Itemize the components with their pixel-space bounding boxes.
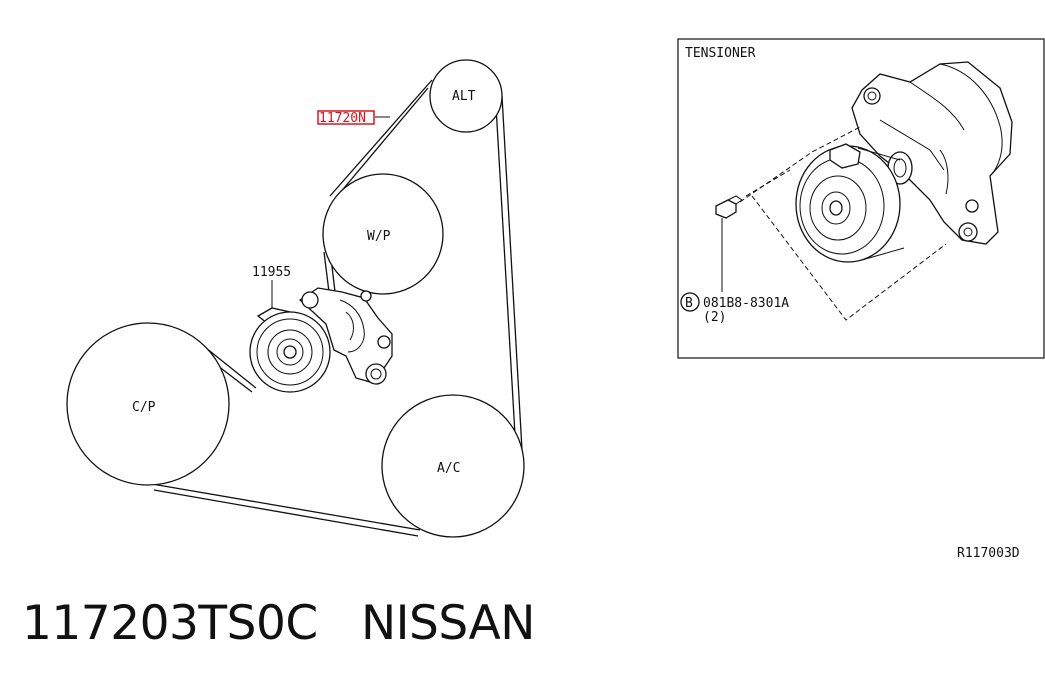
callout-belt: 11720N — [317, 110, 390, 126]
pulley-ac-label: A/C — [437, 461, 460, 476]
tensioner-assembly — [249, 287, 393, 393]
bolt-part-number[interactable]: 081B8-8301A — [703, 296, 789, 311]
pulley-cp-label: C/P — [132, 400, 156, 415]
pulley-ac: A/C — [381, 394, 525, 538]
caption: 117203TS0C NISSAN — [22, 596, 535, 651]
inset-title: TENSIONER — [685, 46, 756, 61]
pulley-cp: C/P — [66, 322, 230, 486]
bolt-quantity: (2) — [703, 310, 726, 325]
tensioner-part-number[interactable]: 11955 — [252, 265, 291, 280]
pulley-alt-label: ALT — [452, 89, 476, 104]
tensioner-inset: TENSIONER B — [677, 38, 1045, 359]
pulley-wp-label: W/P — [367, 229, 391, 244]
pulley-alt: ALT — [429, 59, 503, 133]
bolt-marker: B — [685, 296, 693, 311]
figure-code: R117003D — [957, 546, 1020, 561]
bolt — [715, 195, 743, 292]
caption-brand: NISSAN — [361, 596, 535, 651]
belt-part-number[interactable]: 11720N — [319, 111, 366, 126]
caption-part-number: 117203TS0C — [22, 596, 318, 651]
drive-belt — [151, 79, 523, 537]
pulley-wp: W/P — [322, 173, 444, 295]
callout-tensioner: 11955 — [252, 265, 291, 308]
